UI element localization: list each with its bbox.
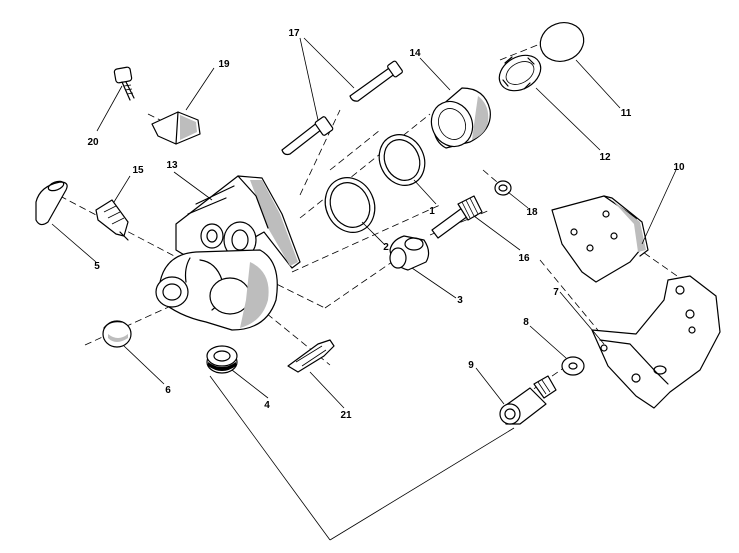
part-1-seal-ring: [378, 134, 426, 186]
callout-18: 18: [526, 207, 538, 218]
callout-5: 5: [94, 261, 100, 272]
part-18-washer: [494, 180, 512, 196]
callout-14: 14: [409, 48, 421, 59]
part-14-piston: [430, 87, 491, 149]
part-6-plug: [102, 320, 132, 348]
callout-1: 1: [429, 206, 435, 217]
callout-4: 4: [264, 400, 270, 411]
callout-12: 12: [599, 152, 611, 163]
part-9-bolt: [499, 375, 557, 425]
part-12-boot: [498, 54, 542, 92]
callout-21: 21: [340, 410, 352, 421]
part-5-cap: [35, 180, 68, 226]
part-7-bracket: [591, 275, 721, 409]
long-leader: [209, 375, 515, 541]
callout-16: 16: [518, 253, 530, 264]
part-15-bleeder: [95, 199, 129, 241]
part-20-screw: [113, 66, 135, 101]
callout-11: 11: [621, 108, 632, 119]
callout-9: 9: [468, 360, 474, 371]
part-21-pad-spring: [287, 339, 335, 373]
part-11-disc: [539, 22, 585, 62]
part-10-brake-pad: [551, 195, 649, 283]
callout-10: 10: [673, 162, 685, 173]
part-3-insulator: [389, 235, 430, 271]
part-8-washer: [561, 356, 585, 376]
part-13-caliper-body: [155, 175, 301, 331]
callout-labels: 1 2 3 4 5 6 7 8 9 10 11 12 13 14 15 16 1…: [87, 28, 685, 421]
part-19-clip: [151, 111, 201, 145]
leader-lines: [51, 37, 677, 409]
callout-3: 3: [457, 295, 463, 306]
callout-2: 2: [383, 242, 389, 253]
part-16-bolt: [431, 195, 483, 239]
callout-20: 20: [87, 137, 99, 148]
callout-17: 17: [288, 28, 300, 39]
callout-19: 19: [218, 59, 230, 70]
callout-15: 15: [132, 165, 144, 176]
part-17-guide-pins: [281, 60, 403, 156]
callout-13: 13: [166, 160, 178, 171]
part-2-dust-seal: [324, 177, 376, 233]
part-4-fitting: [206, 345, 238, 374]
callout-7: 7: [553, 287, 559, 298]
callout-8: 8: [523, 317, 529, 328]
callout-6: 6: [165, 385, 171, 396]
